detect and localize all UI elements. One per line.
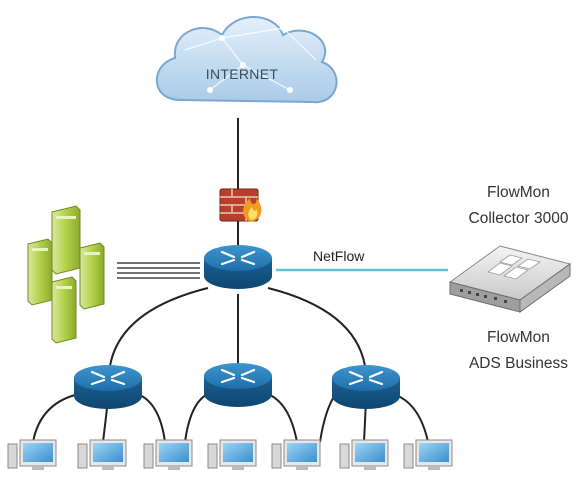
router-left — [74, 365, 142, 409]
ads-label-line1: FlowMon — [487, 329, 550, 346]
workstation-icon — [143, 439, 193, 470]
ads-label: FlowMon ADS Business — [456, 325, 581, 377]
workstation-icon — [7, 439, 57, 470]
server-router-links — [117, 262, 200, 279]
workstation-icon — [271, 439, 321, 470]
cloud-icon — [155, 16, 338, 104]
router-right — [332, 365, 400, 409]
workstation-icon — [339, 439, 389, 470]
workstations — [7, 439, 453, 470]
workstation-icon — [403, 439, 453, 470]
collector-label-line2: Collector 3000 — [468, 210, 569, 227]
server-unit — [51, 205, 81, 275]
ads-label-line2: ADS Business — [468, 355, 569, 372]
server-unit — [27, 238, 53, 306]
appliance-icon — [448, 245, 572, 313]
firewall-icon — [219, 188, 262, 222]
collector-label: FlowMon Collector 3000 — [456, 180, 581, 232]
center-access-links — [184, 394, 298, 443]
core-left-link — [109, 287, 209, 367]
collector-label-line1: FlowMon — [487, 184, 550, 201]
server-unit — [51, 276, 77, 344]
router-core — [204, 245, 272, 289]
server-icon — [27, 205, 105, 344]
workstation-icon — [77, 439, 127, 470]
netflow-label: NetFlow — [313, 248, 365, 264]
internet-label: INTERNET — [205, 66, 279, 82]
workstation-icon — [207, 439, 257, 470]
core-right-link — [267, 287, 366, 367]
server-unit — [79, 242, 105, 310]
router-center — [204, 363, 272, 407]
